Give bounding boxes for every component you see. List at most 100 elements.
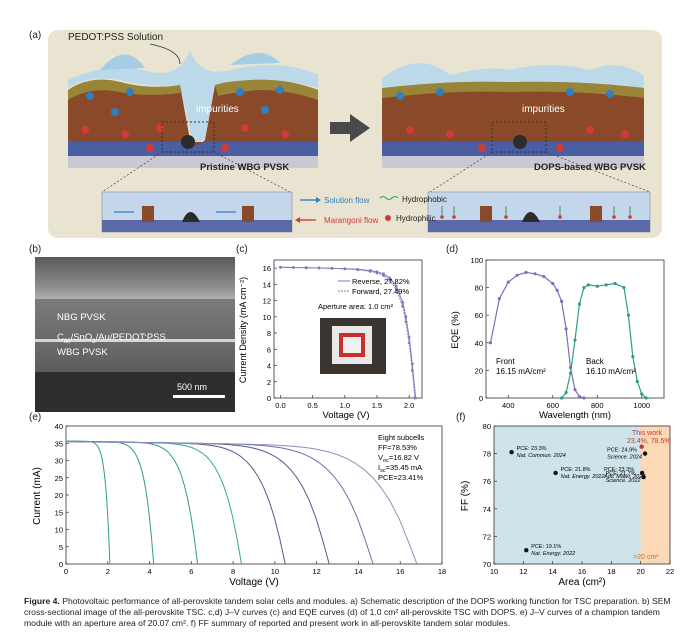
d-data-point	[497, 297, 501, 301]
d-data-point	[644, 396, 648, 400]
d-series-line	[561, 282, 647, 399]
y-tick-label: 12	[263, 297, 271, 306]
c-data-point	[381, 274, 385, 277]
dops-title: DOPS-based WBG PVSK	[534, 162, 646, 173]
y-tick-label: 0	[59, 560, 63, 569]
e-pce-text: PCE=23.41%	[378, 473, 424, 482]
c-aperture-text: Aperture area: 1.0 cm²	[318, 302, 394, 311]
d-data-point	[533, 272, 537, 276]
c-ylabel: Current Density (mA cm⁻²)	[238, 277, 248, 383]
e-voc-text: Voc=16.82 V	[378, 453, 419, 464]
f-region-label: >20 cm²	[633, 554, 659, 561]
d-data-point	[631, 355, 635, 359]
impurities-right-label: impurities	[522, 104, 565, 115]
x-tick-label: 20	[636, 567, 644, 576]
d-back-value: 16.10 mA/cm²	[586, 367, 636, 376]
c-data-point	[279, 265, 282, 269]
d-data-point	[582, 396, 586, 400]
f-this-work-values: 23.4%, 78.5%	[627, 438, 671, 445]
d-data-point	[573, 388, 577, 392]
d-data-point	[542, 274, 546, 279]
y-tick-label: 100	[470, 256, 483, 265]
e-series-line	[66, 440, 155, 565]
scale-bar-label: 500 nm	[177, 382, 208, 392]
device-photo	[320, 318, 386, 374]
x-tick-label: 14	[354, 567, 362, 576]
f-data-point	[509, 450, 514, 455]
e-series-line	[66, 440, 111, 565]
f-xlabel: Area (cm²)	[558, 577, 605, 588]
c-data-point	[388, 278, 392, 282]
c-data-point	[291, 266, 295, 269]
d-data-point	[613, 281, 617, 286]
y-tick-label: 5	[59, 543, 63, 552]
y-tick-label: 25	[55, 474, 63, 483]
c-data-point	[401, 304, 405, 308]
x-tick-label: 18	[607, 567, 615, 576]
c-legend-forward: Forward, 27.49%	[352, 287, 409, 296]
sem-image: NBG PVSK C60/SnO2/Au/PEDOT:PSS WBG PVSK …	[35, 257, 235, 412]
x-tick-label: 22	[666, 567, 674, 576]
y-tick-label: 60	[475, 311, 483, 320]
panel-f-label: (f)	[456, 412, 466, 423]
f-point-ref: Nat. Energy. 2022	[531, 551, 575, 557]
x-tick-label: 2	[106, 567, 110, 576]
x-tick-label: 0	[64, 567, 68, 576]
e-ylabel: Current (mA)	[32, 467, 43, 525]
y-tick-label: 40	[475, 339, 483, 348]
f-this-work: This work	[632, 430, 662, 437]
x-tick-label: 2.0	[404, 401, 414, 410]
transition-arrow	[330, 114, 370, 142]
legend-hydrophilic: Hydrophilic	[396, 214, 436, 223]
panel-d-label: (d)	[446, 244, 459, 255]
panel-e-label: (e)	[29, 412, 42, 423]
e-ff-text: FF=78.53%	[378, 443, 417, 452]
f-point-pce: PCE: 21.8%	[561, 467, 591, 473]
d-xlabel: Wavelength (nm)	[539, 410, 611, 421]
f-point-pce: PCE: 24.9%	[607, 448, 637, 454]
c-xlabel: Voltage (V)	[323, 410, 370, 421]
c-data-point	[375, 271, 379, 275]
f-point-pce: PCE: 21.7%	[606, 471, 636, 477]
e-series-line	[65, 441, 374, 565]
pristine-stack	[68, 50, 318, 168]
e-series-line	[65, 441, 330, 565]
c-data-point	[343, 267, 347, 271]
c-data-point	[388, 276, 392, 280]
y-tick-label: 14	[263, 280, 271, 289]
zoom-inset-right	[427, 191, 651, 233]
d-data-point	[635, 379, 639, 384]
d-data-point	[524, 270, 528, 275]
sem-layer-wbg: WBG PVSK	[57, 347, 108, 358]
d-series-line	[489, 271, 585, 399]
y-tick-label: 0	[267, 394, 271, 403]
d-data-point	[564, 327, 568, 331]
sem-layer-interconnect: C60/SnO2/Au/PEDOT:PSS	[57, 332, 166, 345]
x-tick-label: 6	[189, 567, 193, 576]
f-data-point	[524, 548, 529, 553]
sem-layer-nbg: NBG PVSK	[57, 312, 106, 323]
y-tick-label: 0	[479, 394, 483, 403]
f-data-point	[642, 451, 648, 456]
e-series-line	[65, 441, 242, 565]
c-data-point	[317, 266, 321, 270]
d-data-point	[604, 283, 608, 287]
x-tick-label: 12	[519, 567, 527, 576]
x-tick-label: 10	[271, 567, 279, 576]
pedot-solution-label: PEDOT:PSS Solution	[68, 32, 163, 43]
d-data-point	[568, 371, 573, 375]
y-tick-label: 72	[483, 532, 491, 541]
d-ylabel: EQE (%)	[450, 311, 461, 348]
substrate-layer	[68, 142, 318, 156]
c-data-point	[394, 284, 398, 288]
y-tick-label: 20	[55, 491, 63, 500]
y-tick-label: 20	[475, 366, 483, 375]
c-data-point	[369, 269, 372, 273]
f-point-pce: PCE: 19.1%	[531, 544, 561, 550]
f-point-ref: Science. 2022	[606, 478, 641, 484]
x-tick-label: 14	[548, 567, 556, 576]
c-data-point	[330, 266, 334, 270]
c-data-point	[410, 369, 414, 372]
x-tick-label: 12	[312, 567, 320, 576]
